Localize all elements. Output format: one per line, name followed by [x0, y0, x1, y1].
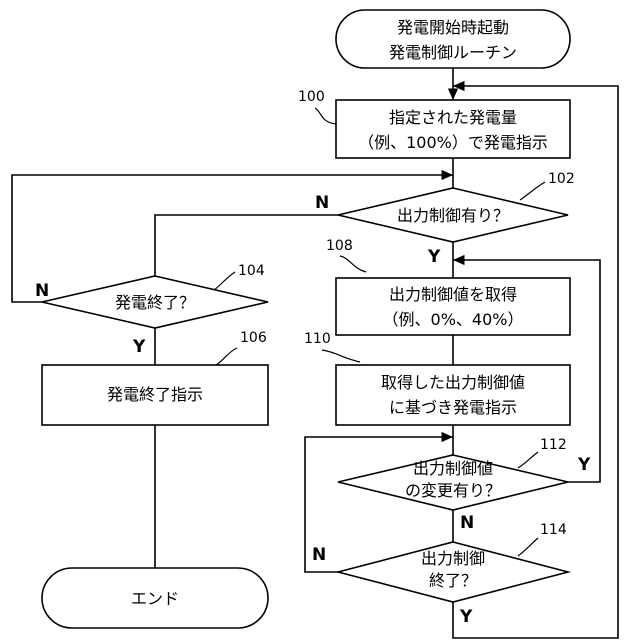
decision-114-no-label: N [312, 545, 326, 565]
step-100-line2: （例、100%）で発電指示 [358, 133, 548, 152]
decision-114-line1: 出力制御 [421, 549, 485, 568]
decision-104-no-label: N [35, 281, 49, 301]
step-108: 出力制御値を取得 （例、0%、40%） 108 [326, 238, 570, 335]
decision-102-yes-label: Y [427, 247, 441, 267]
start-label-line1: 発電開始時起動 [397, 18, 509, 37]
decision-112-line1: 出力制御値 [413, 459, 493, 478]
ref-102: 102 [548, 171, 575, 187]
ref-114: 114 [540, 522, 567, 538]
ref-104-leader [214, 272, 235, 290]
ref-110-leader [322, 350, 360, 362]
step-110-line1: 取得した出力制御値 [381, 373, 525, 392]
decision-112: 出力制御値 の変更有り？ 112 Y N [338, 437, 591, 533]
ref-114-leader [518, 538, 538, 556]
decision-112-line2: の変更有り？ [405, 481, 501, 500]
decision-114-line2: 終了？ [429, 571, 477, 590]
decision-112-no-label: N [460, 513, 474, 533]
step-108-line1: 出力制御値を取得 [389, 285, 517, 304]
start-terminal: 発電開始時起動 発電制御ルーチン [336, 10, 570, 68]
ref-106: 106 [240, 330, 267, 346]
decision-102-no-label: N [315, 193, 329, 213]
ref-104: 104 [238, 263, 265, 279]
decision-104: 発電終了？ 104 N Y [35, 263, 268, 357]
ref-108: 108 [326, 238, 353, 254]
step-110: 取得した出力制御値 に基づき発電指示 110 [304, 331, 570, 425]
decision-104-label: 発電終了？ [115, 293, 195, 312]
ref-112-leader [518, 452, 538, 468]
ref-108-leader [340, 256, 366, 272]
step-100-line1: 指定された発電量 [389, 108, 517, 127]
decision-102: 出力制御有り？ 102 N Y [315, 171, 575, 267]
ref-106-leader [216, 348, 237, 365]
decision-114: 出力制御 終了？ 114 N Y [312, 522, 568, 627]
ref-100-leader [315, 108, 336, 124]
ref-110: 110 [304, 331, 331, 347]
start-label-line2: 発電制御ルーチン [389, 43, 517, 62]
step-100: 指定された発電量 （例、100%）で発電指示 100 [298, 89, 570, 158]
ref-100: 100 [298, 89, 325, 105]
step-110-line2: に基づき発電指示 [389, 398, 517, 417]
decision-114-yes-label: Y [459, 607, 473, 627]
step-108-line2: （例、0%、40%） [383, 310, 524, 329]
decision-102-label: 出力制御有り？ [397, 206, 509, 225]
ref-112: 112 [540, 437, 567, 453]
decision-112-yes-label: Y [577, 455, 591, 475]
end-terminal: エンド [42, 568, 268, 628]
end-label: エンド [131, 589, 179, 608]
ref-102-leader [520, 182, 545, 200]
step-106-label: 発電終了指示 [107, 385, 203, 404]
decision-104-yes-label: Y [132, 337, 146, 357]
